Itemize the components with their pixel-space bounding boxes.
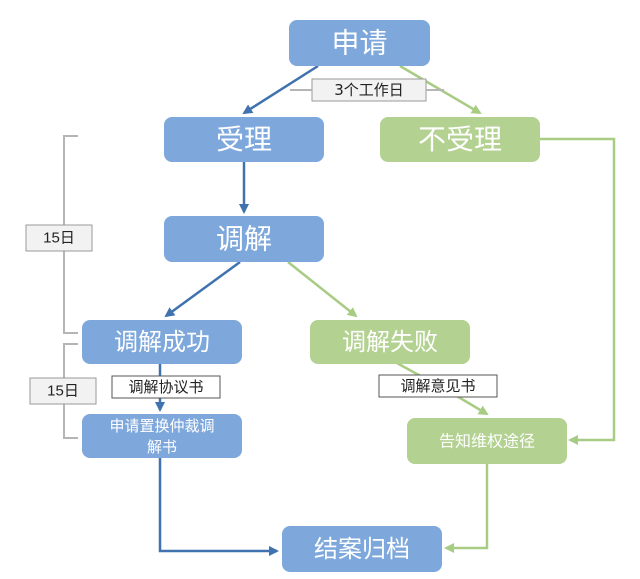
label-working-days: 3个工作日: [290, 78, 444, 102]
label-15-days-top: 15日: [25, 224, 93, 252]
label-15-days-bottom-text: 15日: [47, 383, 79, 400]
node-reject-label: 不受理: [418, 123, 502, 156]
node-mediate-fail-label: 调解失败: [342, 328, 438, 356]
node-inform-rights: 告知维权途径: [407, 418, 567, 464]
edge-inform-close: [444, 464, 489, 553]
label-15-days-bottom: 15日: [29, 377, 97, 405]
node-close-case-label: 结案归档: [314, 535, 410, 563]
node-apply-arbitration-line1: 申请置换仲裁调: [109, 417, 214, 435]
node-apply-label: 申请: [331, 27, 387, 60]
node-inform-rights-label: 告知维权途径: [439, 432, 535, 451]
edge-apply-accept: [242, 64, 319, 115]
label-agreement-text: 调解协议书: [128, 378, 203, 396]
node-apply: 申请: [289, 20, 430, 66]
node-accept-label: 受理: [216, 123, 272, 156]
edge-reject-inform: [540, 137, 616, 445]
node-mediate-success-label: 调解成功: [114, 328, 210, 356]
node-mediate-fail: 调解失败: [310, 320, 470, 364]
edge-mediate-fail: [287, 261, 358, 318]
node-close-case: 结案归档: [282, 526, 442, 572]
node-mediate-label: 调解: [216, 223, 272, 256]
label-15-days-top-text: 15日: [43, 230, 75, 247]
node-mediate: 调解: [164, 216, 324, 262]
label-agreement: 调解协议书: [111, 375, 221, 399]
label-opinion-text: 调解意见书: [400, 377, 475, 395]
label-working-days-text: 3个工作日: [334, 81, 404, 99]
node-mediate-success: 调解成功: [82, 320, 242, 364]
node-apply-arbitration-line2: 解书: [147, 438, 177, 456]
node-apply-arbitration: 申请置换仲裁调 解书: [82, 414, 242, 458]
edge-arbitration-close: [158, 458, 279, 556]
edge-mediate-success: [164, 260, 241, 318]
node-accept: 受理: [164, 117, 324, 162]
label-opinion: 调解意见书: [378, 374, 498, 398]
node-reject: 不受理: [380, 117, 540, 162]
